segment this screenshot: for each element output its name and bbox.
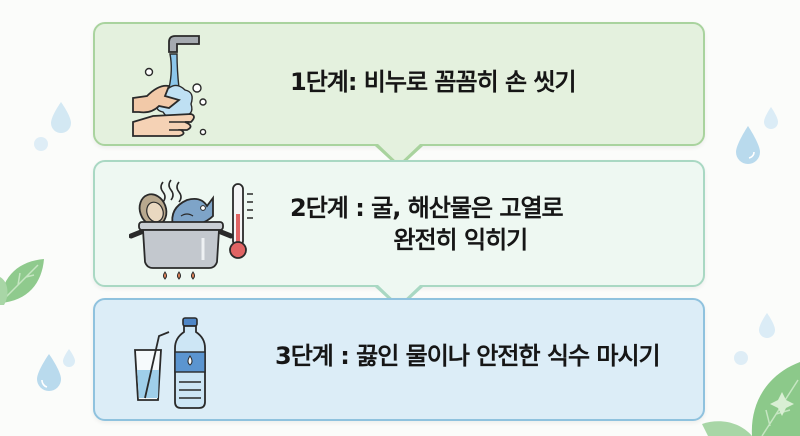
step-1-label: 1단계: 비누로 꼼꼼히 손 씻기 [290,68,577,96]
cooking-pot-seafood-icon [129,179,253,280]
step-card-2: 2단계 : 굴, 해산물은 고열로 완전히 익히기 [93,160,705,309]
water-drop-icon [736,126,760,164]
step-2-label-line-1: 2단계 : 굴, 해산물은 고열로 [290,194,564,222]
water-drop-dot-icon [34,137,48,151]
leaf-icon [702,362,800,436]
water-drop-icon [764,107,778,129]
water-drop-icon [37,354,61,391]
handwashing-icon [132,35,207,137]
water-bottle-icon [174,317,206,409]
water-drop-dot-icon [734,351,748,365]
step-2-label: 2단계 : 굴, 해산물은 고열로 완전히 익히기 [290,192,564,256]
step-2-label-line-2: 완전히 익히기 [393,226,528,254]
water-drop-icon [51,102,71,133]
step-3-label: 3단계 : 끓인 물이나 안전한 식수 마시기 [275,342,661,370]
thermometer-icon [229,183,253,259]
step-card-3: 3단계 : 끓인 물이나 안전한 식수 마시기 [93,298,705,421]
water-drop-icon [759,313,775,338]
step-card-1: 1단계: 비누로 꼼꼼히 손 씻기 [93,22,705,168]
leaf-icon [0,259,44,305]
water-drop-icon [63,349,75,367]
water-glass-icon [134,317,206,409]
